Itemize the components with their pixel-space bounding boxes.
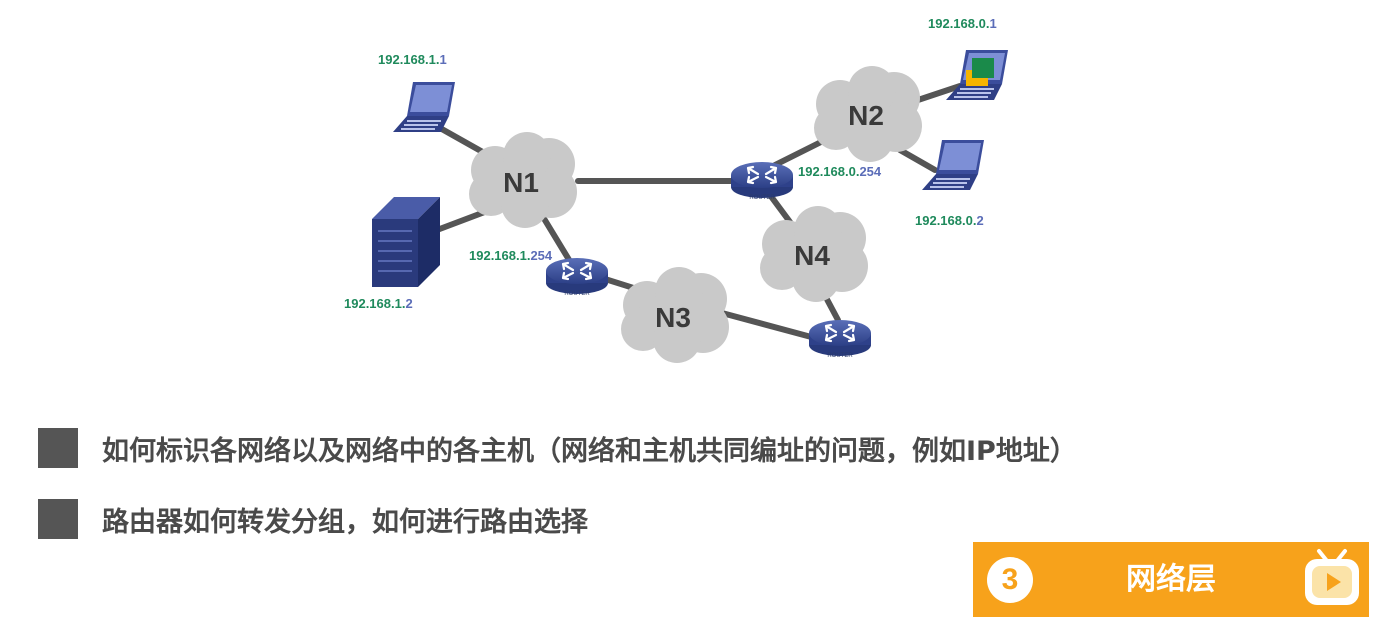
- ip-label-router-1: 192.168.1.254: [469, 248, 553, 263]
- bullet-item: 如何标识各网络以及网络中的各主机（网络和主机共同编址的问题，例如IP地址）: [38, 428, 1077, 468]
- laptop-2-icon: [946, 50, 1008, 100]
- bullet-item: 路由器如何转发分组，如何进行路由选择: [38, 499, 588, 539]
- ip-label-laptop-2: 192.168.0.1: [928, 16, 997, 31]
- ip-label-router-2: 192.168.0.254: [798, 164, 882, 179]
- ip-label-laptop-1: 192.168.1.1: [378, 52, 447, 67]
- cloud-n4-label: N4: [794, 240, 830, 271]
- router-1-label: ROUTER: [564, 291, 590, 297]
- ip-label-laptop-3: 192.168.0.2: [915, 213, 984, 228]
- bullet-square-icon: [38, 499, 78, 539]
- router-1-icon: ROUTER: [544, 256, 610, 297]
- router-3-label: ROUTER: [827, 353, 853, 359]
- cloud-n1-label: N1: [503, 167, 539, 198]
- tv-play-icon[interactable]: [1303, 547, 1361, 609]
- bullet-text: 如何标识各网络以及网络中的各主机（网络和主机共同编址的问题，例如IP地址）: [102, 435, 1077, 467]
- chapter-title: 网络层: [1126, 562, 1216, 597]
- server-icon: [372, 197, 440, 287]
- cloud-n3-label: N3: [655, 302, 691, 333]
- cloud-n2-label: N2: [848, 100, 884, 131]
- router-3-icon: ROUTER: [807, 318, 873, 359]
- router-2-icon: ROUTER: [729, 160, 795, 201]
- ip-label-server: 192.168.1.2: [344, 296, 413, 311]
- chapter-number: 3: [987, 557, 1033, 603]
- router-2-label: ROUTER: [749, 195, 775, 201]
- laptop-1-icon: [393, 82, 455, 132]
- bullet-square-icon: [38, 428, 78, 468]
- network-diagram: N1 N2 N3 N4 ROUTER ROUTER ROUTER 192.1: [344, 16, 1008, 363]
- chapter-badge: 3 网络层: [973, 542, 1369, 617]
- bullet-text: 路由器如何转发分组，如何进行路由选择: [102, 506, 588, 538]
